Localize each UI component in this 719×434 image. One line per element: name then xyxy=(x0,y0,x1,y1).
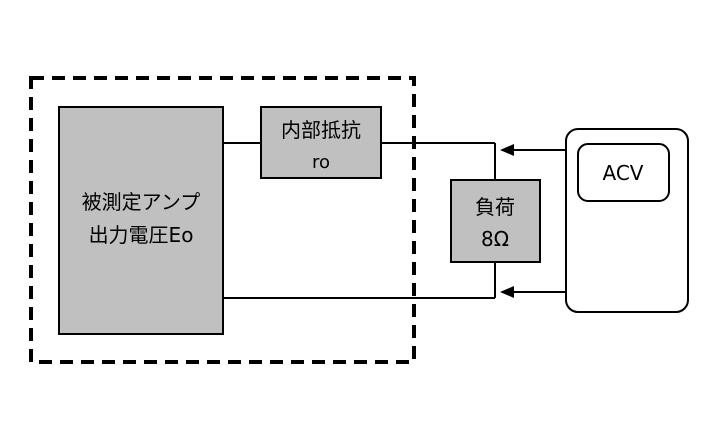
amplifier-boundary xyxy=(29,76,416,364)
amplifier-label-line1: 被測定アンプ xyxy=(82,190,201,214)
internal-resistance-label-line1: 内部抵抗 xyxy=(281,118,361,142)
amplifier-label-line2: 出力電圧Eo xyxy=(89,223,194,247)
ac-voltmeter-label: ACV xyxy=(603,161,644,185)
load-block xyxy=(450,179,541,263)
ac-voltmeter-display xyxy=(577,143,670,202)
internal-resistance-label-line2: ro xyxy=(312,152,330,173)
load-label-line1: 負荷 xyxy=(475,195,515,219)
amplifier-block xyxy=(58,106,224,335)
arrow-top xyxy=(500,144,514,156)
wires xyxy=(223,142,566,299)
arrow-bottom xyxy=(500,286,514,298)
load-label-line2: 8Ω xyxy=(481,227,509,251)
internal-resistance-block xyxy=(260,106,382,179)
